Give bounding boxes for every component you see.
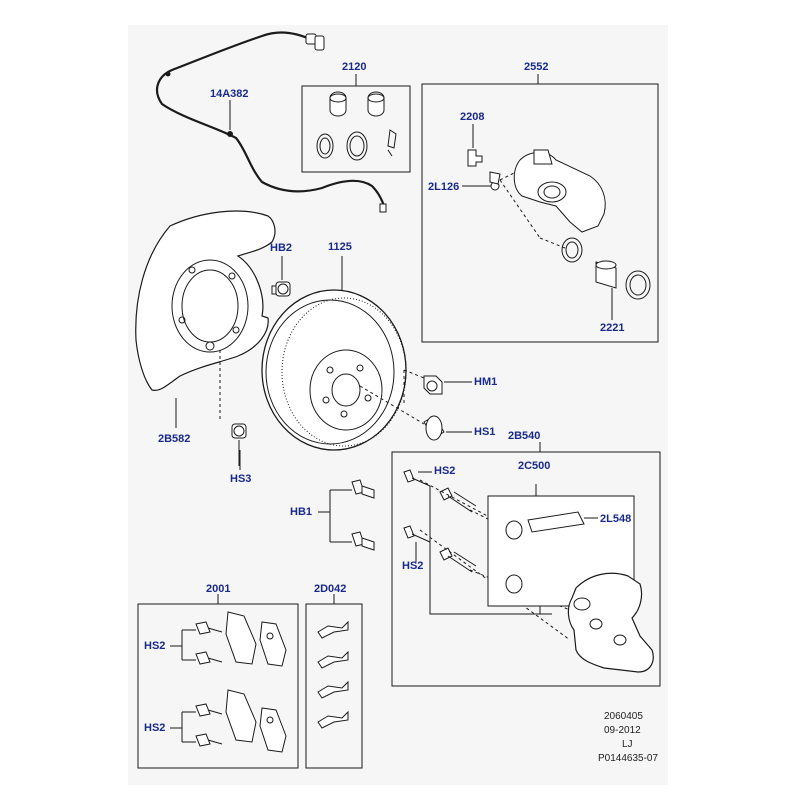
bolt-HB1: [318, 479, 375, 551]
callout-HB2: HB2: [270, 242, 293, 254]
callout-HS2-pad-bottom: HS2: [144, 722, 166, 734]
splash-shield-2B582: [135, 210, 276, 428]
drawing-lines: [135, 31, 661, 769]
callout-2B540: 2B540: [508, 430, 541, 442]
drawing-number: 2060405: [604, 711, 643, 722]
seal-kit-2120: [301, 74, 411, 173]
pad-kit-2001: [137, 594, 299, 769]
brake-disc-1125: [261, 256, 407, 451]
drawing-date: 09-2012: [604, 725, 641, 736]
abs-sensor-cable: [155, 31, 387, 213]
callout-2552: 2552: [524, 61, 549, 73]
callout-HS3: HS3: [230, 473, 252, 485]
leader-lines: [229, 100, 613, 562]
callout-HS2-guide-top: HS2: [434, 465, 456, 477]
callout-2208: 2208: [460, 111, 485, 123]
callout-HS2-pad-top: HS2: [144, 640, 166, 652]
callout-2221: 2221: [600, 322, 625, 334]
callout-2D042: 2D042: [314, 583, 347, 595]
callout-2L126: 2L126: [428, 181, 460, 193]
callout-2B582: 2B582: [158, 433, 191, 445]
caliper-box-2552: [421, 74, 659, 343]
callout-HS1: HS1: [474, 426, 496, 438]
callout-HB1: HB1: [290, 506, 313, 518]
clip-kit-2D042: [305, 594, 363, 769]
callout-2L548: 2L548: [600, 513, 632, 525]
callout-14A382: 14A382: [210, 88, 249, 100]
callout-2C500: 2C500: [518, 460, 551, 472]
callout-2120: 2120: [342, 61, 367, 73]
callout-HM1: HM1: [474, 376, 498, 388]
callout-HS2-guide-bottom: HS2: [402, 560, 424, 572]
screw-HS1: [359, 385, 472, 441]
carrier-box-2B540: [391, 442, 661, 687]
callout-2001: 2001: [206, 583, 231, 595]
drawing-reference: P0144635-07: [598, 753, 659, 764]
drawing-initials: LJ: [622, 739, 633, 750]
bolt-HB2: [271, 256, 291, 297]
bolt-HS3: [231, 423, 247, 466]
callout-1125: 1125: [328, 241, 352, 253]
nut-HM1: [403, 369, 472, 404]
